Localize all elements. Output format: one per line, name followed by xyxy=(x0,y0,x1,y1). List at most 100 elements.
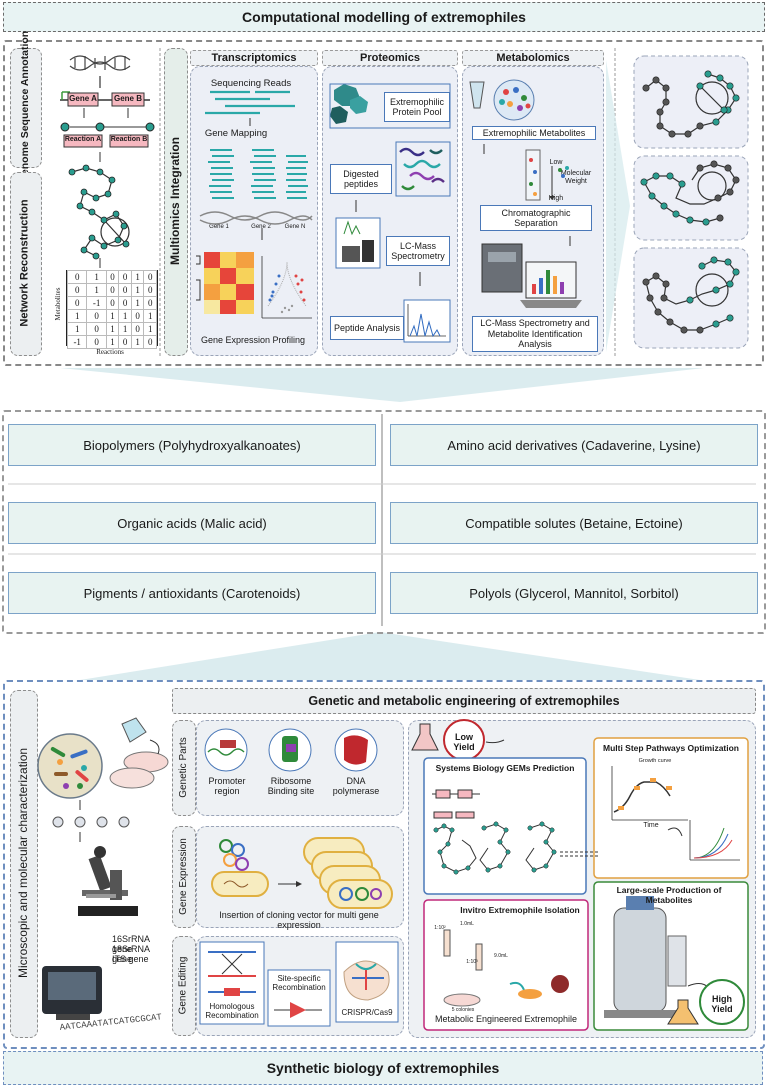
peptide-spectrum-icon xyxy=(403,299,451,343)
products-section xyxy=(2,410,766,634)
product-item: Compatible solutes (Betaine, Ectoine) xyxy=(390,502,758,544)
bottom-title: Synthetic biology of extremophiles xyxy=(266,1060,500,1076)
insertion-label: Insertion of cloning vector for multi ge… xyxy=(219,910,379,931)
tube-icon xyxy=(469,81,485,109)
gene-expression-label-box xyxy=(172,826,196,928)
gene-18s: 18SrRNA gene xyxy=(112,944,150,965)
part-promoter: Promoter region xyxy=(208,776,246,797)
column-icon xyxy=(525,149,555,201)
dilution-1: 1.0mL xyxy=(460,921,474,927)
genetic-parts-label-box xyxy=(172,720,196,816)
dilution-5: 5 colonies xyxy=(451,1007,475,1013)
gene-16s: 16SrRNA gene xyxy=(112,934,150,955)
reaction-b-label: Reaction B xyxy=(110,136,148,143)
volcano-plot-icon xyxy=(261,256,312,319)
part-dna-polymerase: DNA polymerase xyxy=(332,776,380,797)
microbes-dish-icon xyxy=(37,733,103,799)
reaction-a-label: Reaction A xyxy=(64,136,102,143)
crispr-label: CRISPR/Cas9 xyxy=(341,1008,393,1017)
synbio-section xyxy=(3,680,765,1049)
heatmap-icon xyxy=(196,252,254,314)
chromatographic-box: Chromatographic Separation xyxy=(480,205,592,231)
gene-its: ITS gene xyxy=(112,954,149,964)
matrix-cell: -1 xyxy=(66,335,88,349)
product-item: Amino acid derivatives (Cadaverine, Lysi… xyxy=(390,424,758,466)
large-scale-label: Large-scale Production of Metabolites xyxy=(616,885,722,905)
flask-icon xyxy=(121,717,147,743)
transcriptomics-title: Transcriptomics xyxy=(190,50,318,66)
gems-label: Systems Biology GEMs Prediction xyxy=(435,763,575,773)
gene-a-label: Gene A xyxy=(69,94,97,103)
metabolomics-title: Metabolomics xyxy=(462,50,604,66)
mw-label: Molecular Weight xyxy=(560,170,592,186)
matrix-cell: 0 xyxy=(143,335,157,349)
metabolic-engineered-label: Metabolic Engineered Extremophile xyxy=(434,1014,578,1024)
dna-icon xyxy=(69,55,131,71)
part-rbs: Ribosome Binding site xyxy=(267,776,315,797)
peptide-analysis-box: Peptide Analysis xyxy=(330,316,404,340)
multiomics-label-box xyxy=(164,48,188,356)
product-item: Organic acids (Malic acid) xyxy=(8,502,376,544)
computational-section xyxy=(3,40,764,366)
gene2-label: Gene 2 xyxy=(251,224,271,230)
product-item: Pigments / antioxidants (Carotenoids) xyxy=(8,572,376,614)
time-label: Time xyxy=(643,822,659,829)
bottom-title-banner: Synthetic biology of extremophiles xyxy=(3,1051,763,1085)
gene-editing-label-box xyxy=(172,936,196,1036)
metabolites-box: Extremophilic Metabolites xyxy=(472,126,596,140)
lcms-instrument-icon xyxy=(481,243,582,308)
gene1-label: Gene 1 xyxy=(209,224,229,230)
sample-dots-icon xyxy=(558,166,569,178)
protein-icon xyxy=(330,84,368,124)
engineering-title: Genetic and metabolic engineering of ext… xyxy=(172,688,756,714)
growth-curve-label: Growth curve xyxy=(638,758,672,764)
multistep-label: Multi Step Pathways Optimization xyxy=(602,743,739,753)
mw-high-label: High xyxy=(548,195,564,202)
genome-annotation-label-box xyxy=(10,48,42,168)
proteomics-title: Proteomics xyxy=(322,50,458,66)
lcms-proteomics-box: LC-Mass Spectrometry xyxy=(386,236,450,266)
sequencer-icon xyxy=(42,966,102,1020)
metabolite-lcms-box: LC-Mass Spectrometry and Metabolite Iden… xyxy=(472,316,598,352)
matrix-xlabel: Reactions xyxy=(96,348,124,356)
top-title-banner: Computational modelling of extremophiles xyxy=(3,2,765,32)
mw-low-label: Low xyxy=(549,159,563,166)
site-specific-label: Site-specific Recombination xyxy=(272,974,326,993)
micro-label-box xyxy=(10,690,38,1038)
gene-b-label: Gene B xyxy=(113,94,142,103)
high-yield-label: High Yield xyxy=(711,994,733,1015)
gene-mapping-label: Gene Mapping xyxy=(204,128,268,139)
dilution-4: 1:10³ xyxy=(466,959,478,965)
dilution-3: 1:10² xyxy=(434,925,446,931)
petri-dish-icon xyxy=(109,751,169,789)
invitro-label: Invitro Extremophile Isolation xyxy=(460,905,580,915)
pcr-tubes-icon xyxy=(52,816,130,828)
matrix-cell: 1 xyxy=(105,335,120,349)
digested-peptides-box: Digested peptides xyxy=(330,164,392,194)
sequencing-reads-label: Sequencing Reads xyxy=(210,78,292,89)
top-title: Computational modelling of extremophiles xyxy=(242,9,526,25)
mass-spec-icon xyxy=(335,217,381,269)
matrix-cell: 0 xyxy=(86,335,107,349)
microscope-icon xyxy=(78,846,138,916)
product-item: Biopolymers (Polyhydroxyalkanoates) xyxy=(8,424,376,466)
product-item: Polyols (Glycerol, Mannitol, Sorbitol) xyxy=(390,572,758,614)
gene-expression-profiling-label: Gene Expression Profiling xyxy=(200,335,306,345)
dilution-2: 9.0mL xyxy=(494,953,508,959)
protein-pool-box: Extremophilic Protein Pool xyxy=(384,92,450,122)
peptides-icon xyxy=(399,147,445,191)
